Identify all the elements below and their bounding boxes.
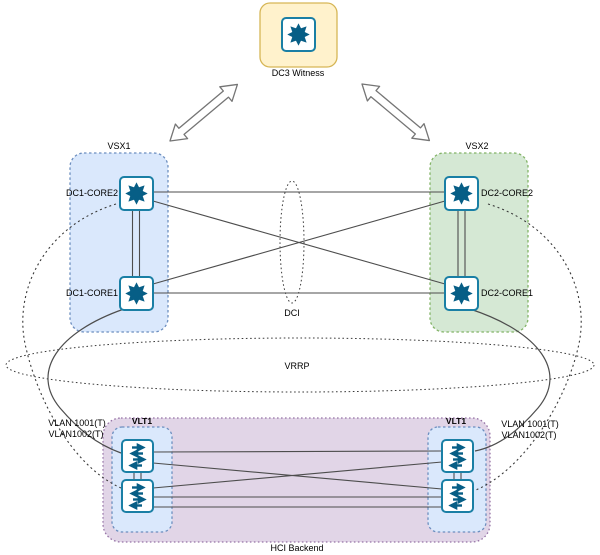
vlan-left-label-line2: VLAN1002(T) — [48, 429, 103, 439]
dc2-core2-label: DC2-CORE2 — [481, 188, 533, 198]
link-dc1core1-to-vlt-top — [47, 308, 125, 454]
hci-backend-group-box — [102, 417, 491, 543]
vlt-right-bottom-switch-icon — [442, 480, 473, 512]
vrrp-scope-ellipse — [5, 337, 595, 393]
dci-scope-ellipse — [279, 180, 305, 304]
vrrp-label: VRRP — [284, 361, 309, 371]
witness-sync-arrow-right — [361, 83, 431, 142]
vsx2-label: VSX2 — [465, 141, 488, 151]
vlt-left-bottom-switch-icon — [122, 480, 153, 512]
vlt-cross-links — [152, 450, 443, 508]
vlt-left-top-switch-icon — [122, 440, 153, 472]
dci-label: DCI — [284, 308, 300, 318]
hci-backend-label: HCI Backend — [270, 543, 323, 553]
vlt-right-top-switch-icon — [442, 440, 473, 472]
vsx1-label: VSX1 — [107, 141, 130, 151]
dc2-core1-switch-icon — [445, 277, 478, 310]
vlt1-right-label: VLT1 — [446, 416, 466, 426]
witness-sync-arrow-left — [169, 83, 239, 142]
vlan-right-label-line2: VLAN1002(T) — [501, 430, 556, 440]
vlan-right-label-line1: VLAN 1001(T) — [501, 419, 559, 429]
vlan-left-label-line1: VLAN 1001(T) — [48, 418, 106, 428]
dc2-core2-switch-icon — [445, 177, 478, 210]
dc1-core1-switch-icon — [120, 277, 153, 310]
dc2-core1-label: DC2-CORE1 — [481, 288, 533, 298]
dc1-core1-label: DC1-CORE1 — [66, 288, 118, 298]
link-dc2core1-to-vlt-top — [469, 308, 551, 452]
dci-core-links — [152, 191, 446, 294]
dc3-witness-label: DC3 Witness — [272, 68, 325, 78]
vsx1-isl-link — [131, 210, 141, 277]
vsx2-isl-link — [457, 210, 466, 277]
dc1-core2-switch-icon — [120, 177, 153, 210]
dc1-core2-label: DC1-CORE2 — [66, 188, 118, 198]
link-dc2core2-to-vlt-bottom — [475, 203, 582, 491]
vlt1-left-label: VLT1 — [132, 416, 152, 426]
dc3-witness-switch-icon — [282, 18, 315, 51]
